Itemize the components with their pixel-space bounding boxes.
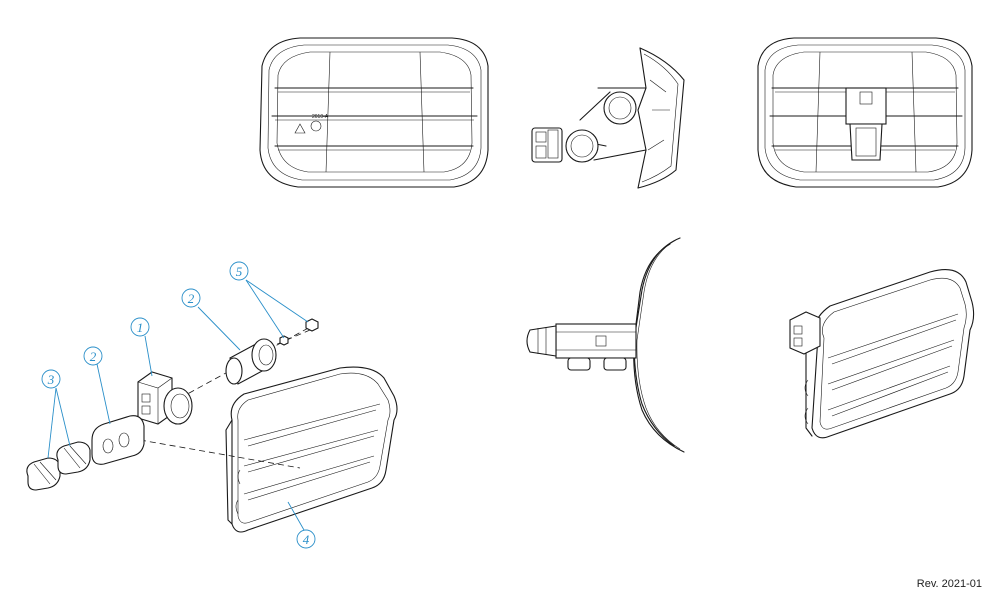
side-view [531,47,685,189]
top-view [526,237,685,453]
callout-2b: 2 [181,288,201,308]
part-2-clamp-lower [91,415,145,465]
revision-label: Rev. 2021-01 [916,578,982,590]
exploded-view: 1 2 2 3 4 5 [26,261,398,549]
svg-text:1: 1 [137,320,144,335]
callout-2a: 2 [83,346,103,366]
svg-text:3: 3 [47,372,55,387]
part-2-ball-joint-upper [225,338,277,385]
svg-text:5: 5 [236,264,243,279]
leader-lines [47,279,309,531]
svg-text:2: 2 [90,349,97,364]
part-marking: 2010-A [312,114,329,120]
callout-3: 3 [41,369,61,389]
callout-1: 1 [130,317,150,337]
front-view: 2010-A [259,37,489,188]
isometric-view [789,269,975,439]
callout-5: 5 [229,261,249,281]
part-1-bracket [137,371,193,425]
callout-4: 4 [296,529,316,549]
svg-text:4: 4 [303,532,310,547]
part-5-nut [279,318,319,346]
part-3-knobs [26,441,91,491]
svg-text:2: 2 [188,291,195,306]
back-view [757,37,973,188]
part-4-housing [225,366,398,533]
